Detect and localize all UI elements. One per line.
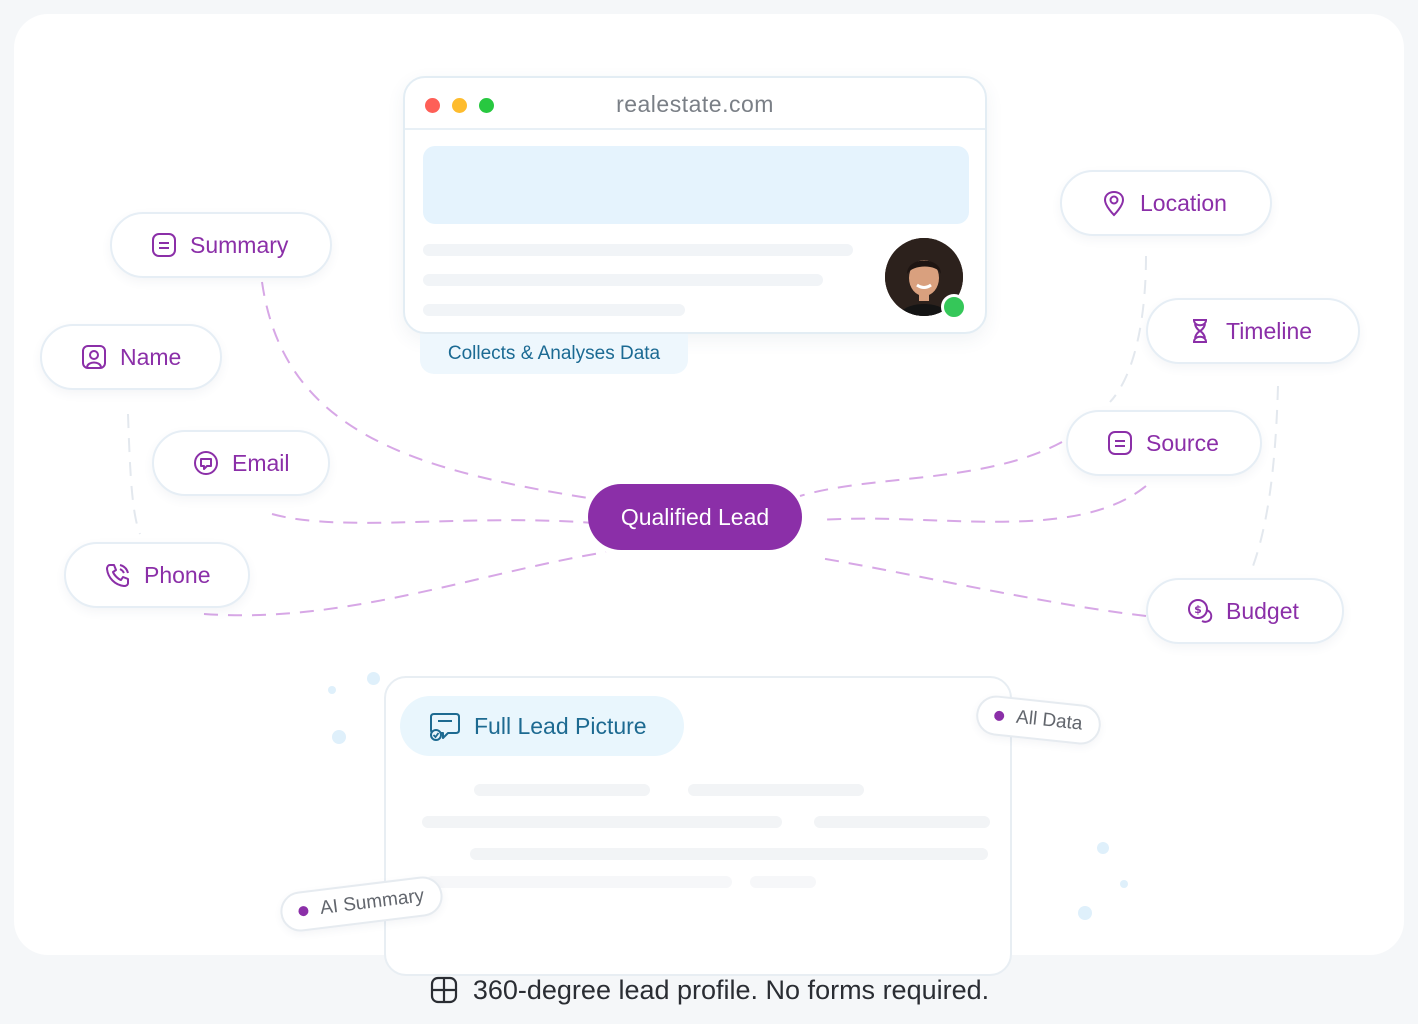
field-label: Location	[1140, 189, 1227, 216]
content-banner	[423, 146, 969, 224]
field-summary[interactable]: Summary	[110, 212, 332, 278]
svg-text:$: $	[1194, 603, 1202, 616]
hourglass-icon	[1186, 317, 1214, 345]
maximize-window-dot[interactable]	[479, 98, 494, 113]
collects-caption: Collects & Analyses Data	[420, 334, 688, 374]
placeholder-line	[814, 816, 990, 828]
field-source[interactable]: Source	[1066, 410, 1262, 476]
placeholder-line	[422, 816, 782, 828]
placeholder-line	[426, 876, 732, 888]
decorative-dot	[332, 730, 346, 744]
minimize-window-dot[interactable]	[452, 98, 467, 113]
decorative-dot	[328, 686, 336, 694]
decorative-dot	[367, 672, 380, 685]
tag-label: All Data	[1015, 706, 1084, 735]
summary-icon	[150, 231, 178, 259]
field-label: Name	[120, 343, 182, 370]
footer: 360-degree lead profile. No forms requir…	[0, 968, 1418, 1012]
placeholder-line	[423, 244, 853, 256]
field-label: Budget	[1226, 597, 1299, 624]
decorative-dot	[1078, 906, 1092, 920]
online-status-dot	[941, 294, 967, 320]
decorative-dot	[1120, 880, 1128, 888]
browser-titlebar: realestate.com	[405, 78, 985, 130]
qualified-lead-node[interactable]: Qualified Lead	[588, 484, 802, 550]
email-icon	[192, 449, 220, 477]
location-pin-icon	[1100, 189, 1128, 217]
browser-url: realestate.com	[616, 91, 774, 117]
field-label: Email	[232, 449, 290, 476]
browser-window: realestate.com	[403, 76, 987, 334]
field-label: Timeline	[1226, 317, 1313, 344]
field-label: Summary	[190, 231, 289, 258]
tag-dot	[993, 710, 1005, 722]
field-label: Source	[1146, 429, 1219, 456]
placeholder-line	[470, 848, 988, 860]
placeholder-line	[688, 784, 864, 796]
field-label: Phone	[144, 561, 211, 588]
placeholder-line	[750, 876, 816, 888]
placeholder-line	[474, 784, 650, 796]
connector-lines	[127, 255, 1279, 617]
grid-icon	[430, 976, 457, 1004]
full-lead-picture-chip[interactable]: Full Lead Picture	[400, 696, 684, 756]
placeholder-line	[423, 304, 685, 316]
person-icon	[80, 343, 108, 371]
full-lead-title: Full Lead Picture	[474, 712, 647, 739]
footer-text: 360-degree lead profile. No forms requir…	[472, 974, 990, 1005]
phone-icon	[104, 561, 132, 589]
source-icon	[1106, 429, 1134, 457]
field-budget[interactable]: $ Budget	[1146, 578, 1344, 644]
field-name[interactable]: Name	[40, 324, 222, 390]
field-phone[interactable]: Phone	[64, 542, 250, 608]
decorative-dot	[1097, 842, 1109, 854]
field-email[interactable]: Email	[152, 430, 330, 496]
budget-coins-icon: $	[1186, 597, 1214, 625]
field-timeline[interactable]: Timeline	[1146, 298, 1360, 364]
tag-dot	[297, 905, 310, 917]
placeholder-line	[423, 274, 823, 286]
chat-check-icon	[430, 713, 460, 741]
close-window-dot[interactable]	[425, 98, 440, 113]
field-location[interactable]: Location	[1060, 170, 1272, 236]
tag-label: AI Summary	[318, 885, 426, 919]
